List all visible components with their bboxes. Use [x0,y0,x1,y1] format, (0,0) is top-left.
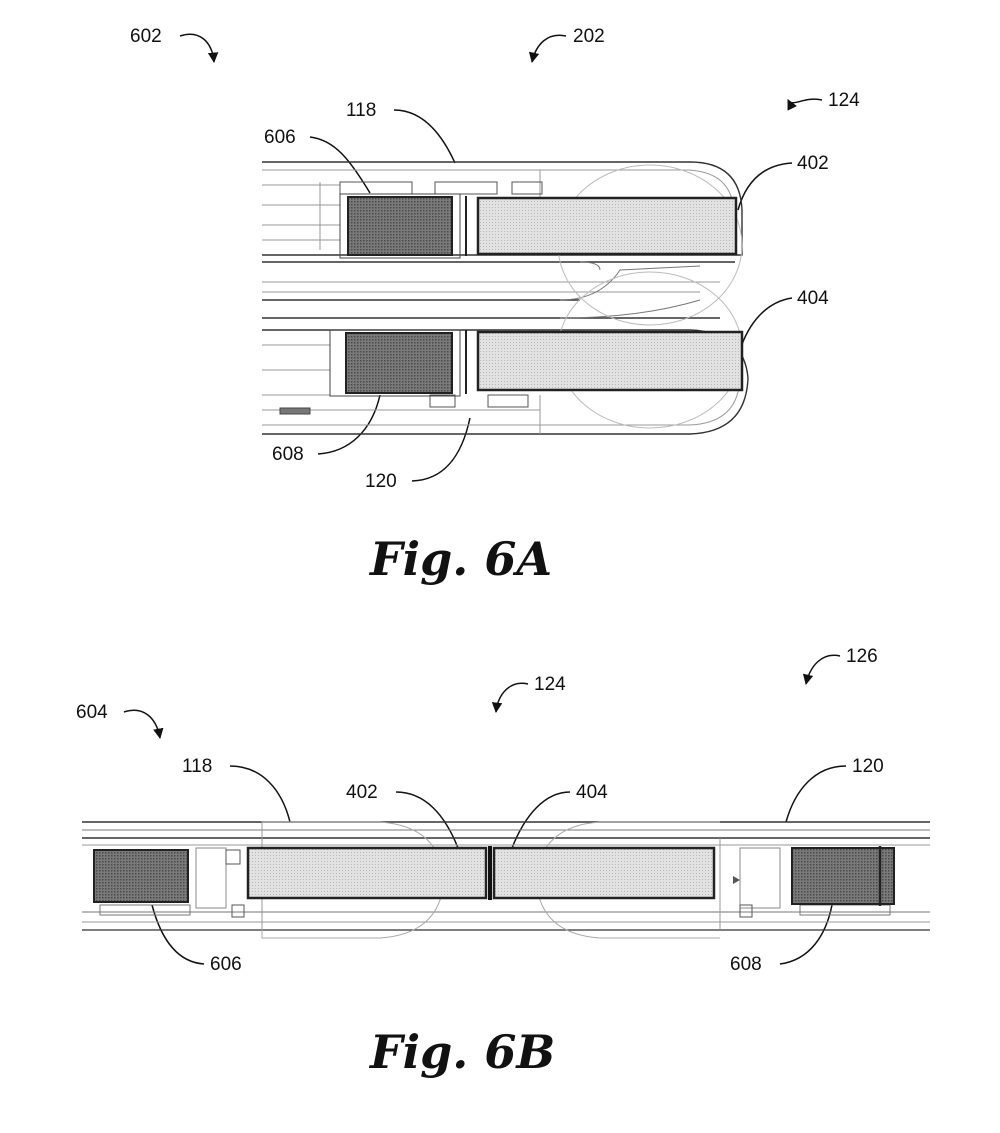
leader-120-6a [411,417,471,482]
leader-608-6b [779,904,833,965]
ref-608-6a: 608 [272,444,304,465]
ref-118-6b: 118 [182,756,212,777]
ref-402-6b: 402 [346,782,378,803]
leader-606-6a [309,136,371,194]
leader-604 [123,709,164,740]
ref-402-6a: 402 [797,153,829,174]
leader-118-6b [229,765,291,823]
ref-606-6b: 606 [210,954,242,975]
magnet-608-6b [791,847,895,905]
device-section-6b [82,821,930,939]
leader-404-6a [739,297,793,351]
leader-124-6b [491,682,529,714]
figure-caption-6b: Fig. 6B [368,1025,555,1079]
device-section-6a [262,161,749,435]
ref-604: 604 [76,702,108,723]
ref-118-6a: 118 [346,100,376,121]
magnet-608-6a [345,332,453,394]
leader-404-6b [511,791,571,849]
leader-126 [802,654,841,686]
leader-118-6a [393,109,456,164]
leader-606-6b [151,904,205,965]
ref-602: 602 [130,26,162,47]
ref-202: 202 [573,26,605,47]
figure-6a: 602 202 124 118 606 402 404 608 120 [130,26,860,586]
module-402-6b [246,846,488,900]
ref-124-6b: 124 [534,674,566,695]
leader-402-6a [737,162,793,211]
figure-caption-6a: Fig. 6A [368,532,552,586]
figure-6b: 604 124 126 118 402 404 120 606 608 [76,646,930,1079]
magnet-606-6b [93,849,189,903]
module-404-6b [492,846,716,900]
ref-404-6a: 404 [797,288,829,309]
ref-404-6b: 404 [576,782,608,803]
leader-602 [179,33,219,64]
ref-120-6a: 120 [365,471,397,492]
leader-120-6b [785,765,847,823]
magnet-606-6a [347,196,453,256]
ref-608-6b: 608 [730,954,762,975]
ref-126: 126 [846,646,878,667]
ref-120-6b: 120 [852,756,884,777]
leader-608-6a [317,394,381,455]
ref-606-6a: 606 [264,127,296,148]
ref-124-6a: 124 [828,90,860,111]
leader-202 [528,34,567,64]
leader-124-6a [787,98,823,111]
module-402-6a [476,196,738,256]
module-404-6a [476,330,744,392]
